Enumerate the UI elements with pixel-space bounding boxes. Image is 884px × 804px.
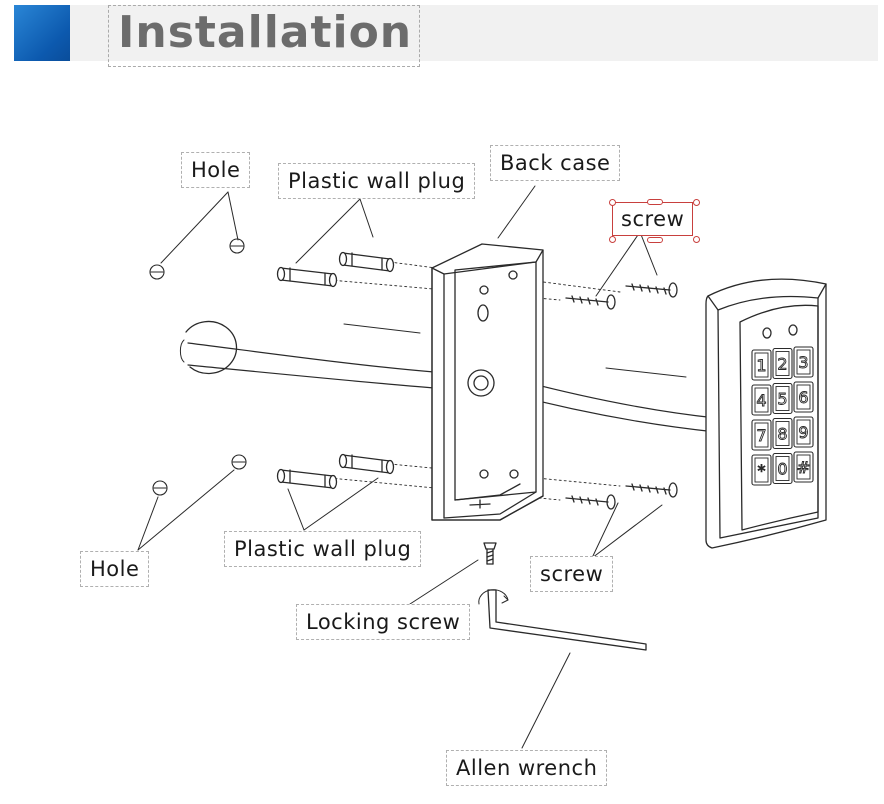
screw-top-left (565, 294, 616, 310)
selection-handle-top[interactable] (647, 199, 663, 205)
keypad-key-face (775, 456, 790, 481)
keypad-key-frame (793, 451, 814, 483)
keypad-key-frame (751, 419, 772, 451)
keypad-key-face (775, 351, 790, 376)
keypad-key-face (775, 421, 790, 446)
cable-wall-hole (179, 320, 238, 375)
keypad-key-frame (772, 417, 793, 450)
header-band (14, 5, 878, 61)
allen-wrench (478, 589, 647, 651)
keypad-key-label: 2 (777, 355, 787, 374)
keypad-key-label: 1 (756, 356, 766, 375)
keypad-key-face (796, 349, 811, 375)
keypad-key-frame (751, 384, 772, 416)
keypad-key-face (796, 454, 811, 480)
wall-plug-bottom-right (338, 453, 395, 475)
keypad-key-face (775, 386, 790, 411)
back-case (431, 243, 544, 521)
header-accent-block (14, 5, 70, 61)
keypad-key-frame (772, 452, 793, 485)
label-screw-top-selected[interactable]: screw (612, 202, 694, 236)
keypad-key-frame (772, 347, 793, 380)
wall-hole-marks (149, 238, 247, 496)
keypad-key-frame (751, 349, 772, 381)
keypad-key-label: 9 (798, 423, 808, 442)
keypad-key-label: # (797, 458, 810, 477)
keypad-key-face (754, 422, 769, 448)
keypad-key-face (796, 419, 811, 445)
page-title: Installation (118, 7, 413, 58)
wall-plug-bottom-left (276, 468, 338, 490)
keypad-key-label: 4 (756, 391, 766, 410)
keypad-key-label: 6 (798, 388, 808, 407)
header-title-box (108, 5, 420, 67)
screw-bottom-left (565, 494, 616, 510)
keypad-key-label: 0 (777, 460, 787, 479)
keypad-key-face (754, 387, 769, 413)
screw-bottom-right (625, 482, 678, 498)
keypad-key-label: 8 (777, 425, 787, 444)
wall-plug-top-left (276, 266, 338, 288)
leader-lines (137, 185, 687, 749)
keypad-key-label: 3 (798, 353, 808, 372)
selection-handle-top-right[interactable] (693, 199, 700, 206)
label-allen-wrench: Allen wrench (446, 750, 608, 786)
keypad-key-face (754, 352, 769, 378)
screw-top-right (625, 282, 678, 298)
label-back-case: Back case (490, 145, 621, 181)
label-plastic-wall-plug-bottom: Plastic wall plug (224, 531, 422, 567)
keypad-key-frame (793, 416, 814, 448)
label-hole-bottom: Hole (80, 551, 150, 587)
keypad-key-label: 7 (756, 426, 766, 445)
label-plastic-wall-plug-top: Plastic wall plug (278, 163, 476, 199)
keypad-key-frame (793, 381, 814, 413)
keypad-key-frame (772, 382, 793, 415)
keypad-key-face (754, 457, 769, 483)
label-screw-bottom: screw (530, 556, 614, 592)
selection-handle-bottom-right[interactable] (693, 236, 700, 243)
label-hole-top: Hole (181, 152, 251, 188)
keypad-key-frame (751, 454, 772, 486)
selection-handle-bottom[interactable] (647, 237, 663, 243)
selection-handle-bottom-left[interactable] (609, 236, 616, 243)
wall-plug-top-right (338, 251, 395, 273)
keypad-key-label: 5 (777, 390, 787, 409)
keypad-key-label: * (758, 461, 766, 480)
label-locking-screw: Locking screw (296, 604, 471, 640)
selection-handle-top-left[interactable] (609, 199, 616, 206)
locking-screw (483, 542, 497, 565)
keypad-key-frame (793, 346, 814, 378)
keypad-key-face (796, 384, 811, 410)
